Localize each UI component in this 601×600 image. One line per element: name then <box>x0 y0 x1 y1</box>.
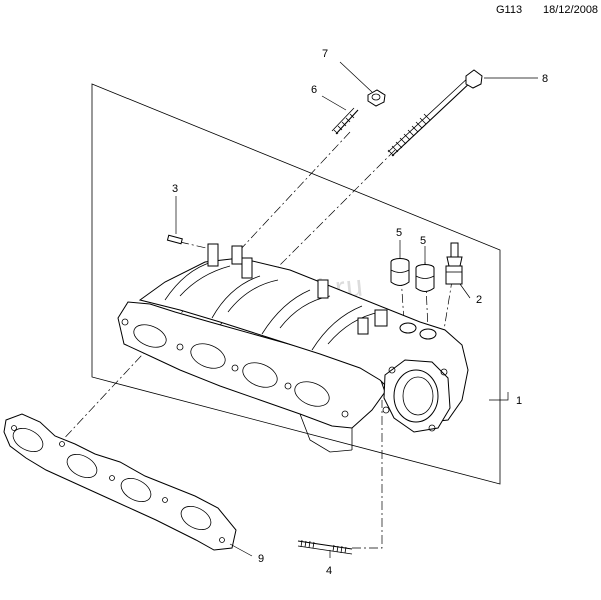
callout-5-left: 5 <box>396 227 402 239</box>
callout-3: 3 <box>172 183 178 195</box>
callout-7: 7 <box>322 48 328 60</box>
intake-manifold <box>117 243 469 453</box>
callout-5-right: 5 <box>420 235 426 247</box>
leader-lines <box>175 61 538 558</box>
callout-2: 2 <box>476 294 482 306</box>
callout-4: 4 <box>326 565 332 577</box>
callout-1: 1 <box>516 395 522 407</box>
callout-9: 9 <box>258 553 264 565</box>
pin <box>166 234 183 245</box>
sleeve-right <box>415 264 435 292</box>
sleeve-left <box>390 258 410 286</box>
callout-8: 8 <box>542 73 548 85</box>
nut <box>367 89 386 107</box>
gasket <box>3 413 237 551</box>
assembly-boundary <box>91 83 501 485</box>
connector-fitting <box>445 242 463 285</box>
lower-stud <box>297 539 353 555</box>
long-bolt <box>387 69 483 157</box>
callout-6: 6 <box>311 84 317 96</box>
stud <box>331 107 359 135</box>
drawing-code: G113 <box>496 4 523 16</box>
drawing-date: 18/12/2008 <box>543 4 599 16</box>
